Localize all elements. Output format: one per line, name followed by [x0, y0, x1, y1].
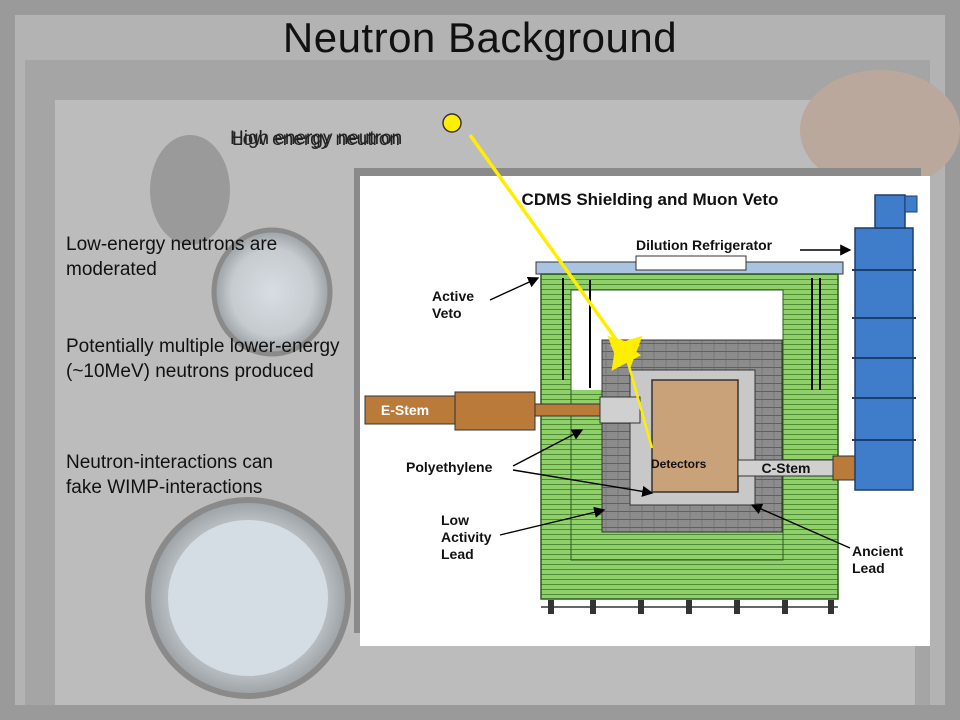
dilution-refrigerator-label: Dilution Refrigerator — [636, 237, 773, 253]
detectors-label: Detectors — [651, 457, 707, 471]
bullet-multiple-neutrons: Potentially multiple lower-energy (~10Me… — [66, 336, 340, 382]
neutron-particle-icon — [442, 113, 462, 133]
e-stem-flange — [454, 391, 536, 431]
veto-panel-lines — [562, 278, 821, 390]
veto-cavity-outline — [570, 289, 784, 561]
polyethylene-label: Polyethylene — [406, 459, 493, 475]
e-stem-feedthrough — [599, 396, 641, 424]
refrigerator-top — [874, 194, 906, 229]
neutron-track — [442, 113, 654, 449]
e-stem-label: E-Stem — [381, 402, 429, 418]
slide-title: Neutron Background — [282, 14, 678, 61]
bullet-moderated: Low-energy neutrons are moderated — [66, 234, 278, 280]
high-energy-neutron-label: High energy neutron — [230, 128, 403, 149]
refrigerator-port — [904, 195, 918, 213]
low-energy-neutron-label: Low energy neutron — [232, 129, 400, 150]
bullet-fake-wimp: Neutron-interactions can fake WIMP-inter… — [66, 452, 273, 498]
detector-can — [651, 379, 739, 493]
diagram-title: CDMS Shielding and Muon Veto — [522, 190, 779, 209]
top-plate-gap — [635, 255, 747, 271]
pointer-arrows — [489, 244, 852, 549]
c-stem-label: C-Stem — [761, 460, 810, 476]
refrigerator-rings — [852, 269, 916, 441]
